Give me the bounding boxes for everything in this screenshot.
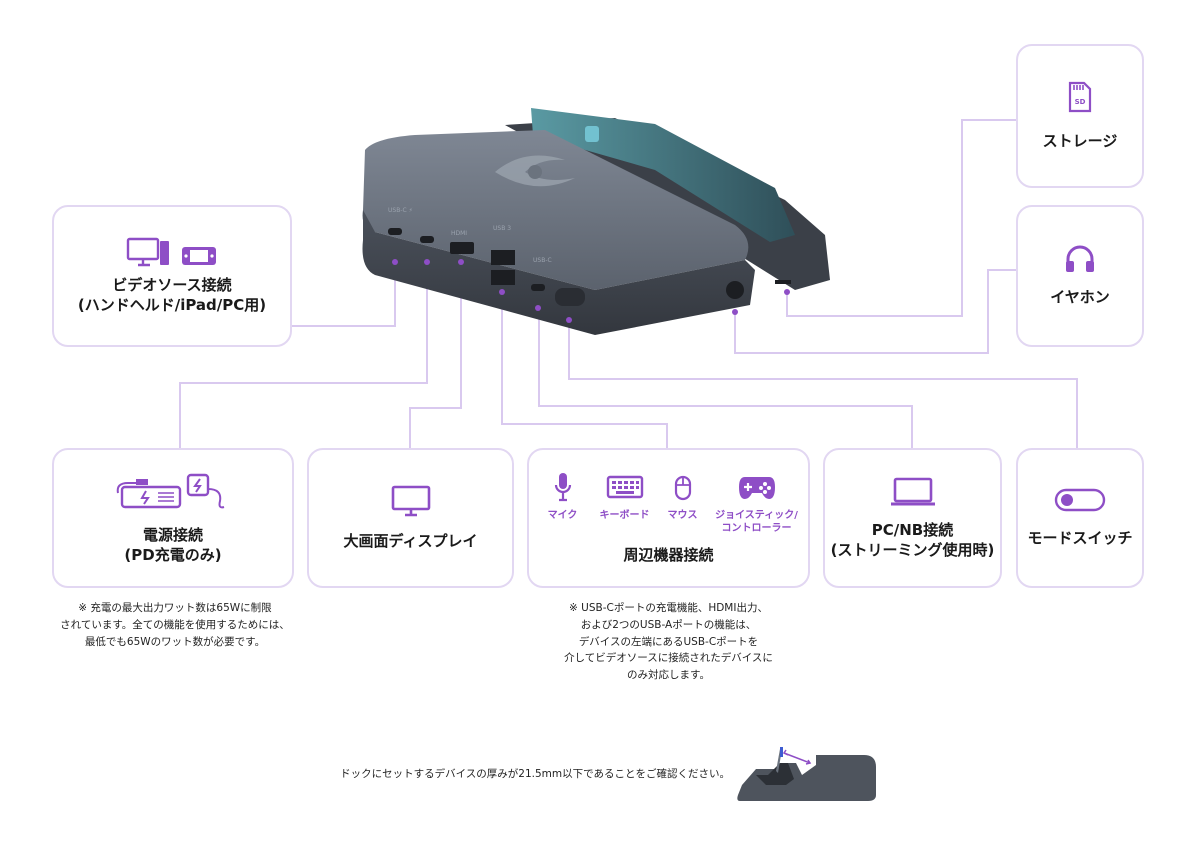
port-label-hdmi: HDMI <box>451 230 467 237</box>
peripheral-label-gamepad: ジョイスティック/ コントローラー <box>715 509 798 534</box>
dock-thickness-illustration <box>737 747 876 801</box>
gamepad-icon <box>738 476 775 499</box>
mode-switch-title: モードスイッチ <box>1027 528 1133 547</box>
peripheral-label-mic: マイク <box>547 509 578 521</box>
keyboard-icon <box>606 475 643 499</box>
monitor-icon <box>391 485 430 517</box>
mode-switch-card: モードスイッチ <box>1016 448 1144 588</box>
peripheral-item-mouse: マウス <box>657 471 709 522</box>
video-source-title: ビデオソース接続 (ハンドヘルド/iPad/PC用) <box>77 275 267 314</box>
thickness-note: ドックにセットするデバイスの厚みが21.5mm以下であることをご確認ください。 <box>340 768 730 780</box>
monitor-pc-handheld-icon <box>126 237 216 266</box>
power-title: 電源接続 (PD充電のみ) <box>124 525 222 564</box>
peripheral-item-gamepad: ジョイスティック/ コントローラー <box>709 471 805 535</box>
display-card: 大画面ディスプレイ <box>307 448 514 588</box>
peripherals-note: ※ USB-Cポートの充電機能、HDMI出力、 および2つのUSB-Aポートの機… <box>564 602 773 682</box>
port-label-usb3: USB 3 <box>493 225 511 232</box>
svg-text:SD: SD <box>1075 98 1086 106</box>
earphone-title: イヤホン <box>1050 287 1110 306</box>
port-label-usbc: USB-C <box>533 257 552 264</box>
peripheral-label-keyboard: キーボード <box>599 509 650 521</box>
storage-card: SD ストレージ <box>1016 44 1144 188</box>
peripherals-title: 周辺機器接続 <box>623 545 714 564</box>
mouse-icon <box>674 475 691 500</box>
pcnb-card: PC/NB接続 (ストリーミング使用時) <box>823 448 1002 588</box>
dock-device: USB-C ⚡ HDMI USB 3 USB-C <box>362 108 830 335</box>
power-card: 電源接続 (PD充電のみ) <box>52 448 294 588</box>
video-source-card: ビデオソース接続 (ハンドヘルド/iPad/PC用) <box>52 205 292 347</box>
toggle-switch-icon <box>1054 488 1106 512</box>
storage-title: ストレージ <box>1042 131 1118 150</box>
peripherals-card: マイク キーボード マウス ジョイスティック/ コントロー <box>527 448 810 588</box>
laptop-icon <box>890 477 935 506</box>
logo-icon <box>495 155 575 187</box>
peripheral-label-mouse: マウス <box>667 509 698 521</box>
microphone-icon <box>554 472 571 501</box>
headphones-icon <box>1066 245 1094 272</box>
power-bank-charger-icon <box>116 473 225 509</box>
port-label-usbc-pd: USB-C ⚡ <box>388 207 413 214</box>
display-title: 大画面ディスプレイ <box>343 531 478 550</box>
power-note: ※ 充電の最大出力ワット数は65Wに制限 されています。全ての機能を使用するため… <box>60 602 290 648</box>
peripheral-item-keyboard: キーボード <box>593 471 657 522</box>
peripheral-item-mic: マイク <box>533 471 593 522</box>
pcnb-title: PC/NB接続 (ストリーミング使用時) <box>830 520 995 559</box>
peripheral-items: マイク キーボード マウス ジョイスティック/ コントロー <box>533 471 805 535</box>
earphone-card: イヤホン <box>1016 205 1144 347</box>
sd-card-icon: SD <box>1068 81 1092 112</box>
